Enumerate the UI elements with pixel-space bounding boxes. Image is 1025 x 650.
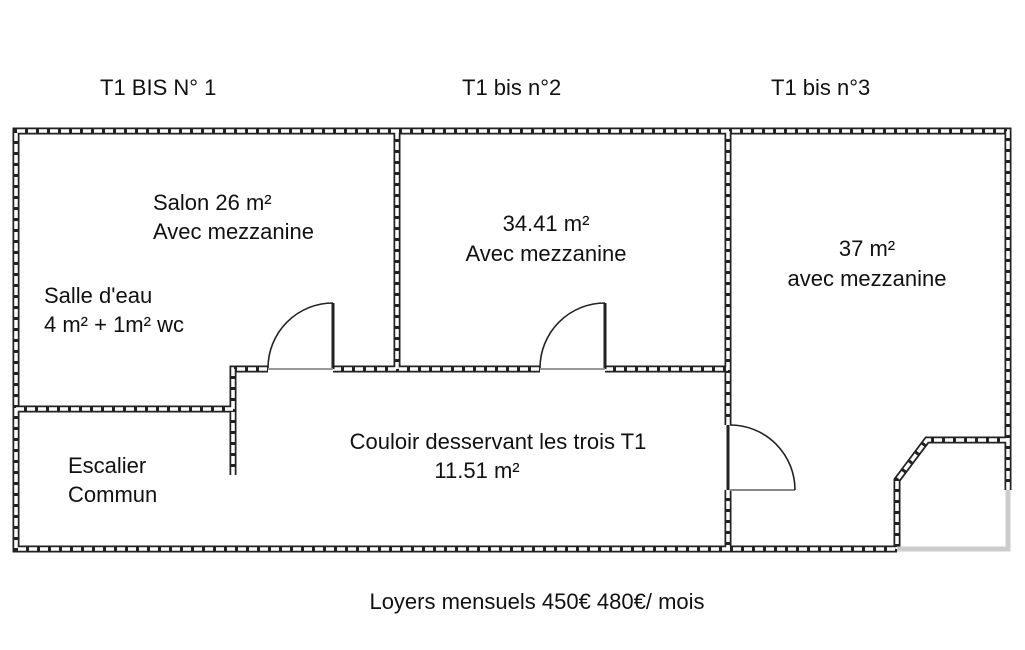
faded-wall <box>897 490 1011 552</box>
title-unit1: T1 BIS N° 1 <box>100 75 216 100</box>
walls <box>12 127 1012 553</box>
couloir-area: 11.51 m² <box>434 458 519 483</box>
door-salon <box>267 302 335 370</box>
unit3-mezzanine: avec mezzanine <box>788 266 947 291</box>
door-unit3 <box>726 424 796 491</box>
title-unit2: T1 bis n°2 <box>462 75 561 100</box>
unit2-mezzanine: Avec mezzanine <box>465 241 626 266</box>
couloir-label: Couloir desservant les trois T1 <box>350 429 647 454</box>
salon-area: Salon 26 m² <box>153 190 272 215</box>
escalier-label: Escalier <box>68 453 146 478</box>
door-unit2 <box>539 302 607 370</box>
unit2-area: 34.41 m² <box>503 211 590 236</box>
salle-deau-area: 4 m² + 1m² wc <box>44 312 184 337</box>
title-unit3: T1 bis n°3 <box>771 75 870 100</box>
salle-deau-label: Salle d'eau <box>44 283 152 308</box>
salon-mezzanine: Avec mezzanine <box>153 219 314 244</box>
rent-footer: Loyers mensuels 450€ 480€/ mois <box>369 589 704 614</box>
wall-hatch <box>14 129 1010 551</box>
escalier-label-2: Commun <box>68 482 157 507</box>
unit3-area: 37 m² <box>839 236 895 261</box>
